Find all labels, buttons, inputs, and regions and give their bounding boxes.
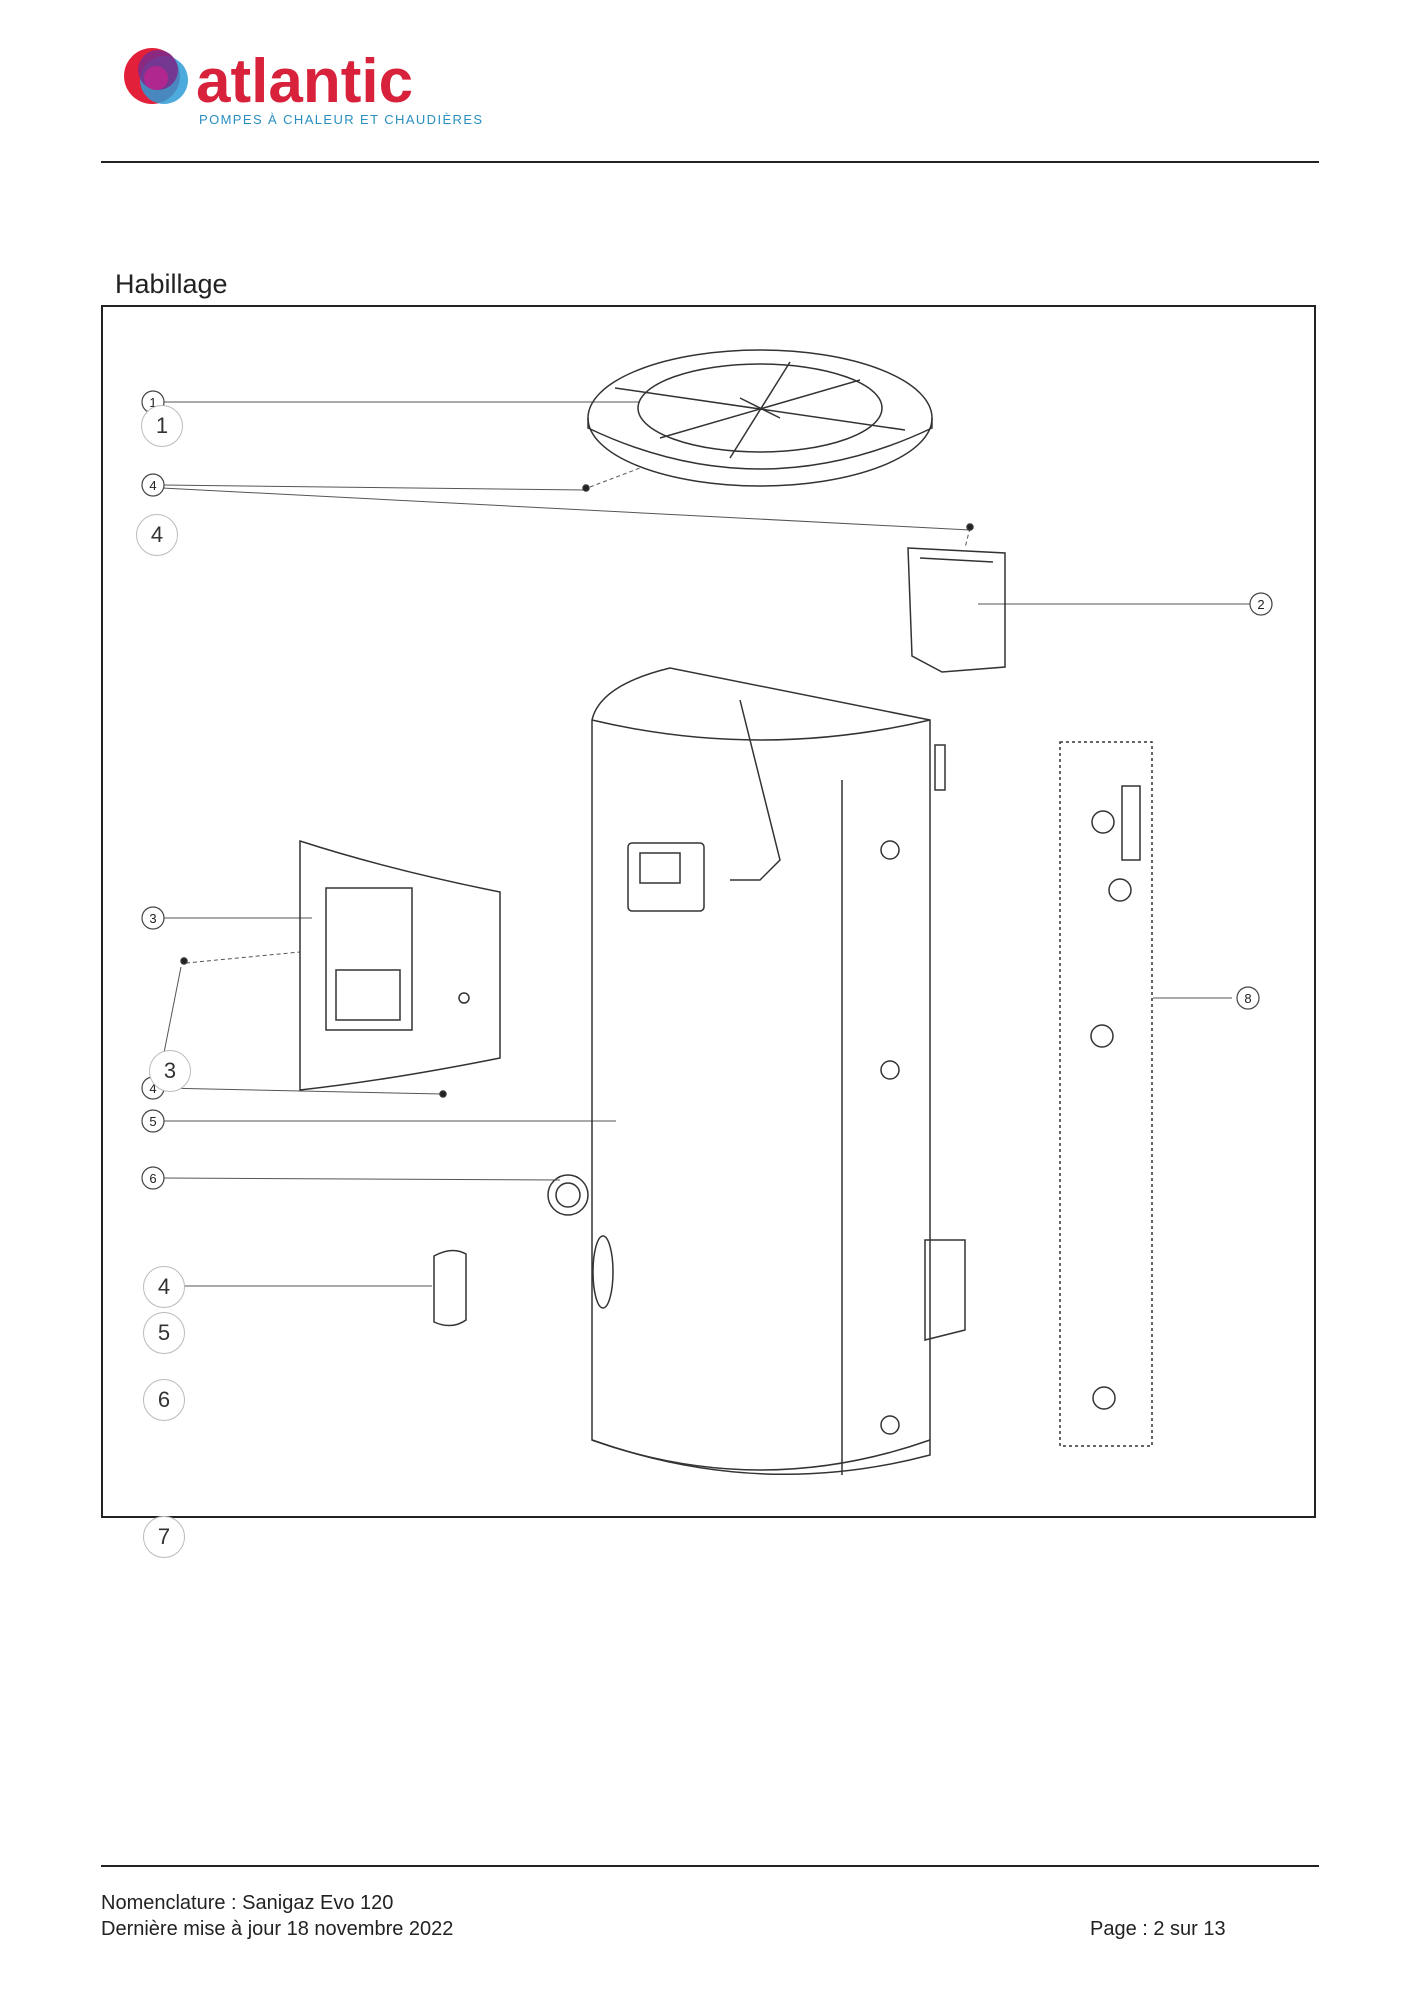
parts-callout-6: 6: [143, 1379, 185, 1421]
leader-lines: [157, 401, 1250, 1287]
callout-8-small: 8: [1236, 986, 1260, 1010]
callout-label: 1: [149, 395, 156, 410]
callout-5-small: 5: [141, 1109, 165, 1133]
parts-callout-5: 5: [143, 1312, 185, 1354]
side-strip-part: [1059, 741, 1153, 1447]
parts-callout-3: 3: [149, 1050, 191, 1092]
pipe-fitting-part: [547, 1174, 589, 1216]
parts-callout-4: 4: [136, 514, 178, 556]
footer-page-number: Page : 2 sur 13: [1090, 1918, 1226, 1940]
parts-callout-4b: 4: [143, 1266, 185, 1308]
callout-6-small: 6: [141, 1166, 165, 1190]
top-cover-part: [587, 349, 933, 487]
header-divider: [101, 161, 1319, 163]
callout-label: 8: [1244, 991, 1251, 1006]
callout-label: 6: [149, 1171, 156, 1186]
brand-wordmark: atlantic: [196, 47, 413, 116]
dashed-leaders: [185, 467, 971, 964]
callout-2-small: 2: [1249, 592, 1273, 616]
drawing-frame: [101, 305, 1316, 1518]
front-door-part: [299, 839, 501, 1091]
callout-label: 5: [149, 1114, 156, 1129]
callout-label: 2: [1257, 597, 1264, 612]
parts-callout-1: 1: [141, 405, 183, 447]
logo-emblem-icon: atlantic POMPES À CHALEUR ET CHAUDIÈRES: [124, 47, 483, 127]
screws: [180, 484, 974, 1098]
callout-3-small: 3: [141, 906, 165, 930]
small-callouts: 1 4 2 3 4 5 6 8: [141, 390, 1273, 1190]
parts-callout-7: 7: [143, 1516, 185, 1558]
callout-label: 3: [149, 911, 156, 926]
callout-label: 4: [149, 478, 156, 493]
footer-nomenclature: Nomenclature : Sanigaz Evo 120: [101, 1892, 394, 1914]
cylinder-body-part: [591, 667, 966, 1476]
footer-divider: [101, 1865, 1319, 1867]
brand-tagline: POMPES À CHALEUR ET CHAUDIÈRES: [199, 112, 483, 127]
footer-last-updated: Dernière mise à jour 18 novembre 2022: [101, 1918, 454, 1940]
rear-panel-part: [907, 547, 1006, 673]
section-title: Habillage: [115, 269, 228, 299]
brand-logo: atlantic POMPES À CHALEUR ET CHAUDIÈRES: [112, 36, 492, 128]
callout-label: 4: [149, 1081, 156, 1096]
cap-part: [433, 1249, 467, 1327]
callout-4-small: 4: [141, 473, 165, 497]
